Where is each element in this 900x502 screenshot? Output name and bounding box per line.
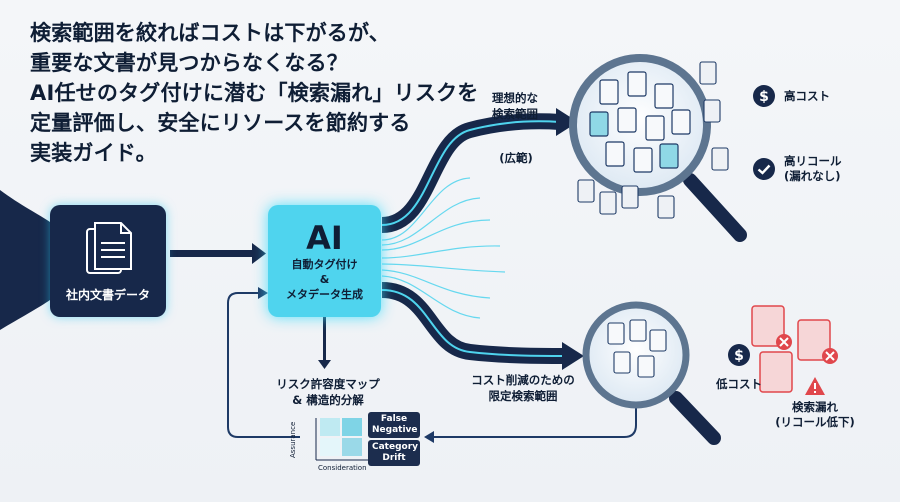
ideal-scope-magnifier (569, 54, 747, 242)
limited-label-line-2: 限定検索範囲 (488, 389, 558, 403)
missed-documents (751, 305, 838, 393)
limited-scope-magnifier (582, 301, 721, 445)
outcome-missed-line-2: (リコール低下) (775, 415, 855, 429)
category-drift-line-1: Category (372, 442, 419, 452)
risk-map-line-1: リスク許容度マップ (276, 377, 380, 391)
source-data-node: 社内文書データ (50, 205, 166, 317)
limited-scope-label: コスト削減のための 限定検索範囲 (458, 372, 588, 404)
svg-text:$: $ (734, 348, 744, 364)
svg-text:$: $ (759, 89, 769, 105)
false-negative-line-1: False (380, 414, 408, 424)
outcome-high-cost-line: 高コスト (784, 88, 830, 103)
outcome-high-cost: $ 高コスト (752, 84, 830, 108)
title-line-5: 実装ガイド。 (30, 141, 157, 165)
outcome-low-cost-text: 低コスト (716, 377, 762, 391)
incoming-data-stream (0, 190, 50, 330)
ideal-scope-label: 理想的な 検索範囲 (480, 90, 550, 122)
check-icon (753, 158, 775, 180)
ideal-scope-range-label: (広範) (499, 151, 533, 165)
category-drift-line-2: Drift (382, 453, 406, 463)
page-title: 検索範囲を絞ればコストは下がるが、 重要な文書が見つからなくなる？ AI任せのタ… (30, 18, 478, 168)
dollar-icon: $ (728, 344, 750, 366)
outcome-high-recall-line-2: (漏れなし) (784, 169, 841, 183)
outcome-missed-risk: 検索漏れ (リコール低下) (770, 376, 860, 430)
ai-to-riskmap-arrow (318, 317, 331, 369)
title-line-4: 定量評価し、安全にリソースを節約する (30, 111, 411, 135)
ideal-label-line-1: 理想的な (492, 91, 538, 105)
feedback-loop (227, 292, 637, 438)
source-to-ai-arrow (170, 243, 266, 264)
outcome-high-recall-text: 高リコール (漏れなし) (784, 154, 842, 184)
outcome-high-recall-line-1: 高リコール (784, 154, 842, 168)
category-drift-tag: Category Drift (368, 440, 420, 466)
fan-lines (381, 177, 506, 319)
dollar-icon: $ (753, 85, 775, 107)
ai-sub-metadata: メタデータ生成 (286, 288, 363, 301)
title-line-2: 重要な文書が見つからなくなる？ (30, 51, 348, 75)
outcome-missed-line-1: 検索漏れ (792, 400, 838, 414)
upper-flow (381, 108, 578, 233)
ai-sub-tagging: 自動タグ付け (291, 258, 358, 271)
document-stack-icon (86, 222, 132, 274)
lower-flow (381, 282, 584, 370)
limited-label-line-1: コスト削減のための (471, 373, 575, 387)
outcome-missed-risk-text: 検索漏れ (リコール低下) (770, 400, 860, 430)
ai-title: AI (306, 219, 343, 257)
source-data-label: 社内文書データ (65, 288, 150, 302)
ai-tagging-node: AI 自動タグ付け & メタデータ生成 (268, 205, 381, 317)
title-line-1: 検索範囲を絞ればコストは下がるが、 (30, 21, 390, 45)
risk-map-y-axis: Assurance (289, 421, 297, 458)
outcome-low-cost: $ 低コスト (709, 343, 769, 392)
title-line-3: AI任せのタグ付けに潜む「検索漏れ」リスクを (30, 81, 479, 105)
warning-icon (805, 377, 825, 395)
outcome-high-cost-text: 高コスト (784, 89, 830, 104)
ai-sub-amp: & (319, 273, 330, 286)
ideal-label-line-2: 検索範囲 (492, 107, 538, 121)
risk-map-label: リスク許容度マップ & 構造的分解 (272, 376, 384, 408)
risk-map-line-2: & 構造的分解 (292, 393, 364, 407)
false-negative-tag: False Negative (368, 412, 420, 438)
outcome-high-recall: 高リコール (漏れなし) (752, 154, 842, 184)
risk-matrix (315, 418, 370, 461)
false-negative-line-2: Negative (372, 425, 418, 435)
risk-map-x-axis: Consideration (318, 464, 367, 472)
